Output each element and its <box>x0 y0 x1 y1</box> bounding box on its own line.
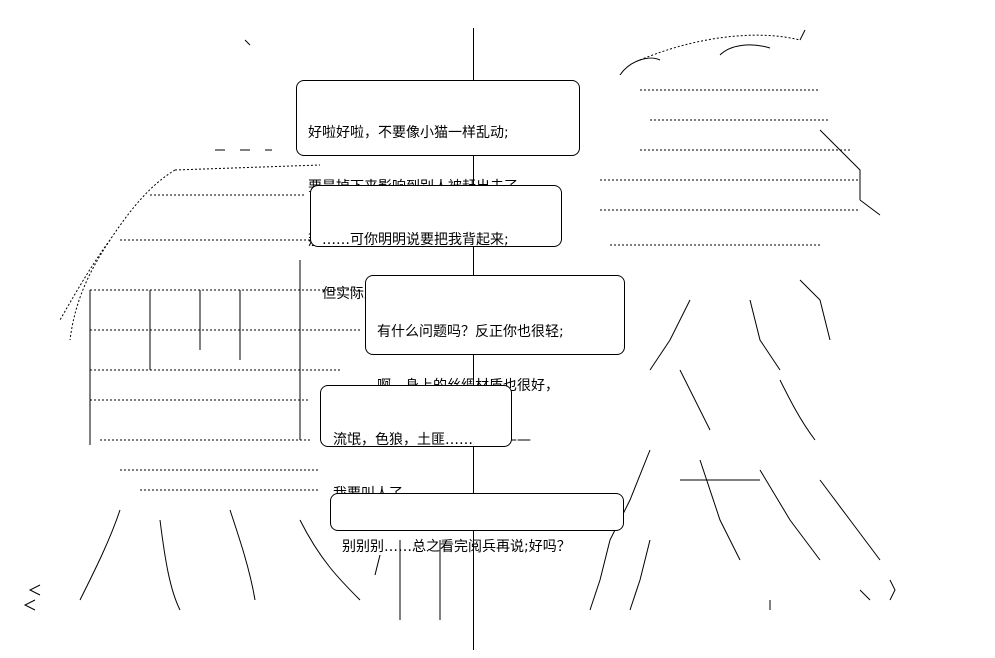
bubble-4-line-1: 流氓，色狼，土匪…… <box>333 432 473 448</box>
speech-bubble-frame-1 <box>296 80 580 156</box>
speech-bubble-frame-5 <box>330 493 624 531</box>
bubble-5-line-1: 别别别……总之看完阅兵再说;好吗？ <box>342 539 571 555</box>
speech-bubble-frame-2 <box>310 185 562 247</box>
speech-bubble-frame-3 <box>365 275 625 355</box>
bubble-3-line-1: 有什么问题吗？反正你也很轻; <box>377 324 564 340</box>
bubble-1-line-1: 好啦好啦，不要像小猫一样乱动; <box>308 125 509 141</box>
speech-bubble-frame-4 <box>320 385 512 447</box>
bubble-2-line-1: ……可你明明说要把我背起来; <box>322 232 509 248</box>
speech-bubble-5: 别别别……总之看完阅兵再说;好吗？ <box>342 502 571 592</box>
